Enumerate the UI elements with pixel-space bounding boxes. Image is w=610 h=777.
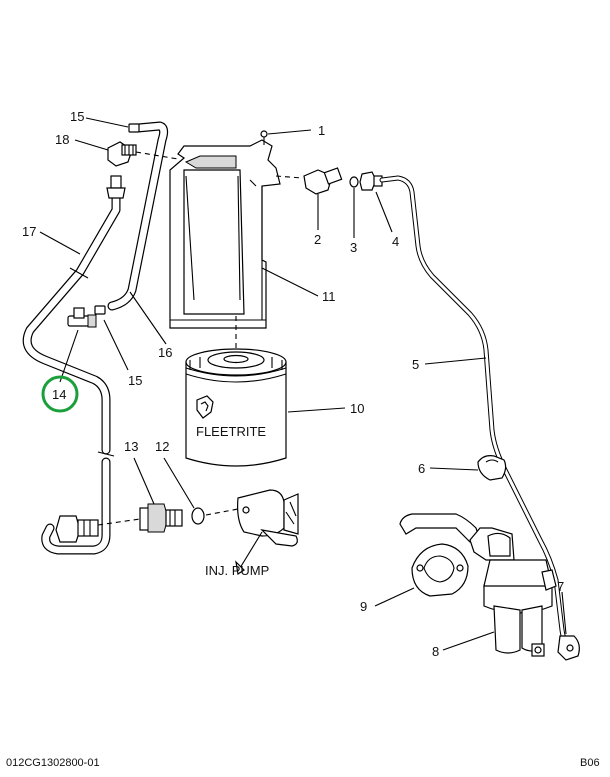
fitting-7	[557, 635, 580, 661]
injection-pump	[237, 489, 299, 547]
fuel-line-5	[379, 175, 573, 651]
nut-4	[359, 171, 383, 191]
hose-clamp-bottom	[94, 305, 106, 315]
adapter-13	[139, 503, 183, 533]
clip-6	[477, 455, 507, 481]
lower-hose-fitting	[55, 515, 99, 543]
callout-18: 18	[55, 132, 69, 147]
hose-end-fitting	[106, 175, 126, 199]
callout-14: 14	[52, 387, 66, 402]
leader-lines	[39, 117, 567, 651]
callout-1: 1	[318, 123, 325, 138]
elbow-fitting-18	[107, 141, 137, 167]
drawing-number: 012CG1302800-01	[6, 757, 100, 769]
fuel-filter-10: FLEETRITE	[185, 348, 287, 467]
hose-16	[107, 121, 169, 311]
washer-3	[349, 176, 359, 188]
callout-14-highlight	[41, 375, 79, 413]
callout-7: 7	[557, 579, 564, 594]
callout-11: 11	[322, 289, 336, 304]
callout-13: 13	[124, 439, 138, 454]
callout-3: 3	[350, 240, 357, 255]
callout-17: 17	[22, 224, 36, 239]
callout-12: 12	[155, 439, 169, 454]
callout-16: 16	[158, 345, 172, 360]
hose-clamp-top	[128, 123, 140, 133]
callout-10: 10	[350, 401, 364, 416]
callout-15-upper: 15	[70, 109, 84, 124]
screw-1	[260, 130, 268, 145]
inj-pump-label: INJ. PUMP	[205, 563, 269, 578]
callout-5: 5	[412, 357, 419, 372]
hose-17	[22, 191, 121, 555]
o-ring-12	[191, 507, 205, 525]
filter-base-11	[169, 139, 281, 329]
callout-15-lower: 15	[128, 373, 142, 388]
gasket-9	[411, 543, 469, 597]
callout-9: 9	[360, 599, 367, 614]
callout-2: 2	[314, 232, 321, 247]
callout-8: 8	[432, 644, 439, 659]
callout-6: 6	[418, 461, 425, 476]
sheet-code: B06	[580, 757, 600, 769]
filter-brand-label: FLEETRITE	[196, 424, 266, 439]
fuel-pump-8	[399, 513, 557, 657]
tee-fitting-14	[67, 307, 97, 328]
callout-4: 4	[392, 234, 399, 249]
elbow-fitting-2	[303, 167, 343, 195]
